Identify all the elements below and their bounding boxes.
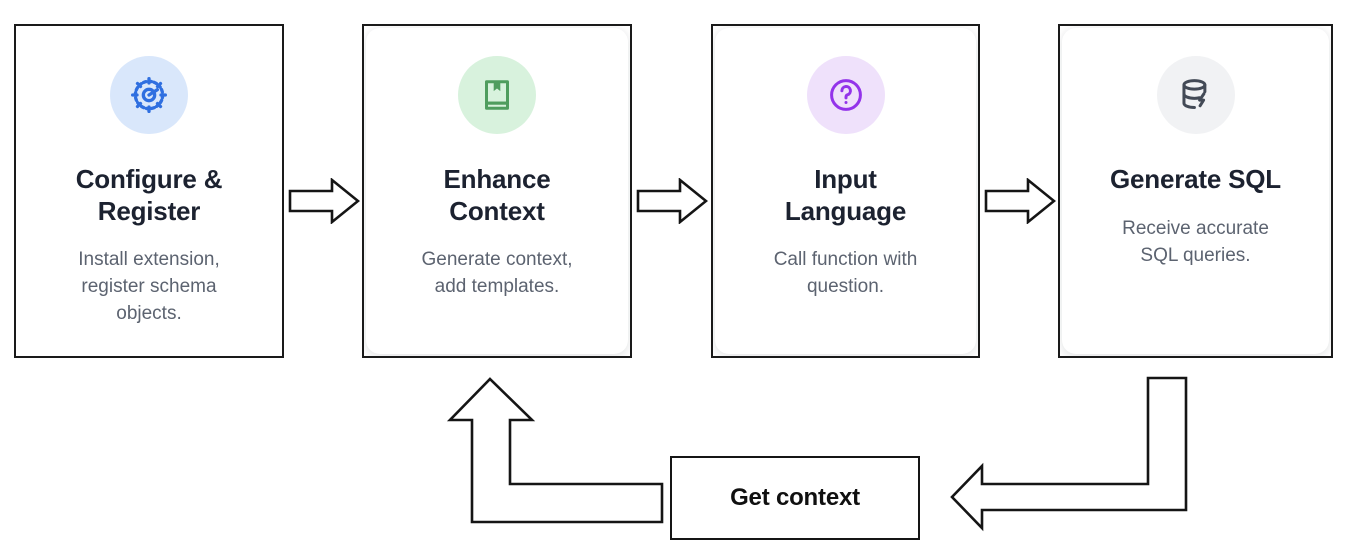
question-circle-icon	[806, 56, 885, 134]
step-card-description: Generate context, add templates.	[421, 249, 573, 298]
step-card-body: Enhance Context Generate context, add te…	[366, 28, 628, 354]
step-card-body: Input Language Call function with questi…	[715, 28, 976, 354]
get-context-label: Get context	[730, 484, 860, 511]
step-card-description: Receive accurate SQL queries.	[1122, 217, 1269, 266]
arrow-step1-to-step2	[288, 177, 361, 229]
step-card-description: Install extension, register schema objec…	[78, 249, 220, 325]
step-card-title: Input Language	[784, 164, 907, 226]
step-card-title: Enhance Context	[443, 164, 551, 226]
arrow-generate-sql-to-get-context	[940, 374, 1200, 539]
book-bookmark-icon	[458, 56, 536, 134]
step-card-configure-register[interactable]: Configure & Register Install extension, …	[14, 24, 284, 358]
step-card-input-language[interactable]: Input Language Call function with questi…	[711, 24, 980, 358]
step-card-body: Generate SQL Receive accurate SQL querie…	[1062, 28, 1329, 354]
gear-icon	[110, 56, 188, 134]
get-context-box[interactable]: Get context	[670, 456, 920, 540]
step-card-body: Configure & Register Install extension, …	[18, 28, 280, 354]
step-card-description: Call function with question.	[773, 249, 918, 298]
arrow-step2-to-step3	[636, 177, 709, 229]
step-card-enhance-context[interactable]: Enhance Context Generate context, add te…	[362, 24, 632, 358]
step-card-title: Configure & Register	[75, 164, 223, 226]
database-bolt-icon	[1156, 56, 1235, 134]
arrow-get-context-to-enhance-context	[444, 374, 674, 539]
step-card-generate-sql[interactable]: Generate SQL Receive accurate SQL querie…	[1058, 24, 1333, 358]
arrow-step3-to-step4	[984, 177, 1057, 229]
step-card-title: Generate SQL	[1110, 164, 1281, 194]
